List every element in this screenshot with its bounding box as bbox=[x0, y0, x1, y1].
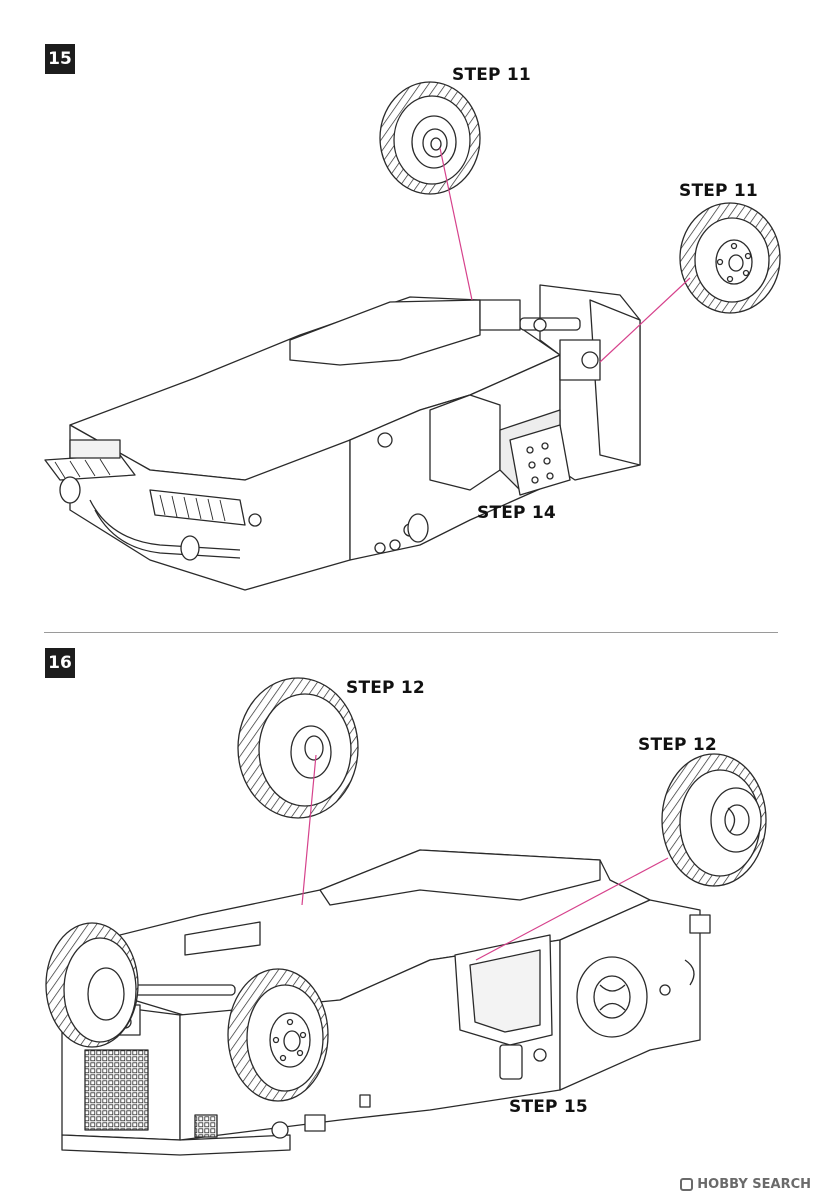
step16-leader-lines bbox=[301, 754, 669, 961]
step16-chassis bbox=[61, 849, 711, 1156]
callout-step14: STEP 14 bbox=[477, 503, 556, 523]
step-number-16: 16 bbox=[45, 648, 75, 678]
callout-step11-left: STEP 11 bbox=[452, 65, 531, 85]
step15-wheel-right bbox=[679, 202, 781, 314]
watermark: HOBBY SEARCH bbox=[680, 1177, 811, 1192]
section-divider bbox=[44, 632, 778, 633]
callout-step15: STEP 15 bbox=[509, 1097, 588, 1117]
step16-wheel-front-right bbox=[227, 968, 329, 1102]
step16-wheel-front-left bbox=[45, 922, 139, 1048]
callout-step11-right: STEP 11 bbox=[679, 181, 758, 201]
step15-chassis bbox=[44, 284, 641, 591]
watermark-text: HOBBY SEARCH bbox=[697, 1177, 811, 1192]
step16-wheel-right bbox=[661, 753, 767, 887]
callout-step12-right: STEP 12 bbox=[638, 735, 717, 755]
step15-leader-lines bbox=[439, 147, 691, 363]
watermark-logo-icon bbox=[680, 1178, 694, 1191]
callout-step12-left: STEP 12 bbox=[346, 678, 425, 698]
step-number-15: 15 bbox=[45, 44, 75, 74]
step15-wheel-left bbox=[379, 81, 481, 195]
step16-wheel-left bbox=[237, 677, 359, 819]
